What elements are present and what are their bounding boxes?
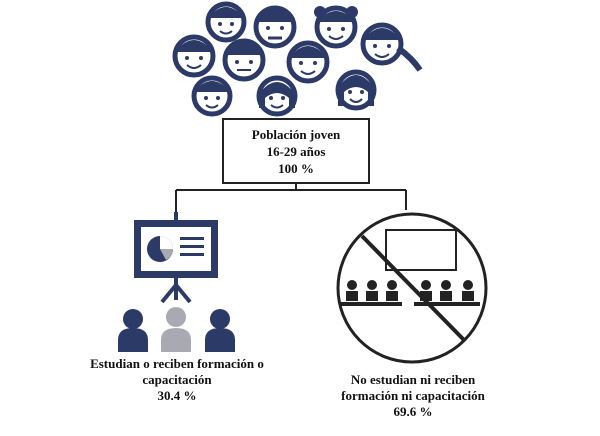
left-branch-caption: Estudian o reciben formación o capacitac… xyxy=(64,356,290,404)
left-caption-line2: capacitación xyxy=(142,372,212,387)
student-icon xyxy=(205,309,235,352)
face-icon xyxy=(286,40,330,84)
root-age-range: 16-29 años xyxy=(266,143,326,159)
face-icon xyxy=(222,38,266,82)
face-icon xyxy=(360,22,423,72)
left-caption-percentage: 30.4 % xyxy=(157,388,197,403)
face-icon xyxy=(172,34,216,78)
right-branch-caption: No estudian ni reciben formación ni capa… xyxy=(318,372,508,420)
left-caption-line1: Estudian o reciben formación o xyxy=(90,356,264,371)
face-icon xyxy=(191,75,233,117)
tree-connector-lines xyxy=(175,184,407,212)
face-icon xyxy=(256,75,298,117)
right-caption-line2: formación ni capacitación xyxy=(341,388,485,403)
face-icon xyxy=(205,1,247,43)
student-icon xyxy=(161,307,191,352)
root-title: Población joven xyxy=(251,126,341,142)
prohibited-classroom-icon xyxy=(336,212,488,364)
face-icon xyxy=(335,69,377,111)
root-node-box: Población joven 16-29 años 100 % xyxy=(222,118,370,184)
right-caption-line1: No estudian ni reciben xyxy=(350,372,476,387)
root-percentage: 100 % xyxy=(278,160,314,176)
presentation-board-icon xyxy=(134,212,218,304)
face-icon xyxy=(314,5,358,49)
crowd-of-young-people-icon xyxy=(172,1,423,117)
face-icon xyxy=(253,5,297,49)
right-caption-percentage: 69.6 % xyxy=(393,404,433,419)
student-icon xyxy=(118,309,148,352)
